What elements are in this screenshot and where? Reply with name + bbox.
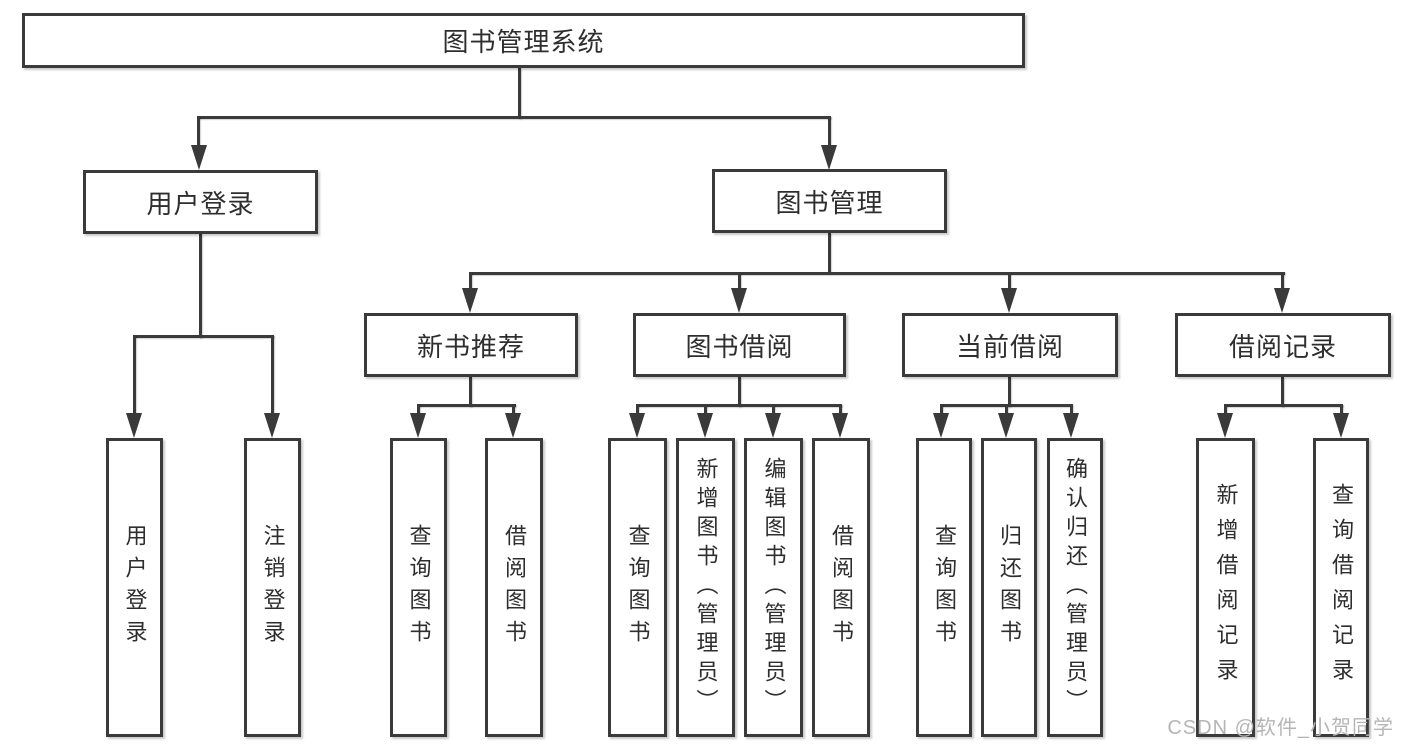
leaf-logout-login: 注销登录 <box>244 438 301 737</box>
connector-arm <box>469 272 472 292</box>
node-book-borrow-label: 图书借阅 <box>685 331 794 362</box>
node-new-book-recommend-label: 新书推荐 <box>416 331 525 362</box>
connector-arm <box>940 404 943 415</box>
connector-arm <box>512 404 515 415</box>
connector-arm <box>1281 272 1284 292</box>
connector-borrow-stem <box>738 377 741 407</box>
arrow-down-icon <box>821 145 837 170</box>
leaf-edit-book-admin: 编辑图书（管理员） <box>744 438 803 737</box>
connector-arm <box>704 404 707 415</box>
leaf-query-borrow-record-label: 查询借阅记录 <box>1329 482 1354 693</box>
connector-arm <box>839 404 842 415</box>
leaf-add-book-admin: 新增图书（管理员） <box>676 438 735 737</box>
leaf-add-borrow-record-label: 新增借阅记录 <box>1213 482 1239 693</box>
connector-record-stem <box>1281 377 1284 407</box>
connector-arm <box>738 272 741 292</box>
connector-arm <box>133 335 136 416</box>
connector-borrow-branch <box>636 404 842 407</box>
leaf-confirm-return-admin: 确认归还（管理员） <box>1047 438 1103 737</box>
arrow-down-icon <box>933 413 949 438</box>
connector-bookmgmt-stem <box>828 233 831 274</box>
leaf-confirm-return-admin-label: 确认归还（管理员） <box>1063 457 1088 718</box>
connector-arm <box>1340 404 1343 415</box>
leaf-user-login: 用户登录 <box>106 438 163 737</box>
leaf-query-book-borrow: 查询图书 <box>608 438 667 737</box>
arrow-down-icon <box>410 413 426 438</box>
node-current-borrow: 当前借阅 <box>902 313 1118 377</box>
node-borrow-record: 借阅记录 <box>1175 313 1391 377</box>
csdn-watermark: CSDN @软件_小贺同学 <box>1167 717 1394 739</box>
node-root: 图书管理系统 <box>22 13 1025 68</box>
arrow-down-icon <box>832 413 848 438</box>
node-user-login: 用户登录 <box>83 170 318 234</box>
connector-arm <box>1224 404 1227 415</box>
connector-userlogin-stem <box>199 234 202 338</box>
leaf-borrow-book-label: 借阅图书 <box>829 523 854 652</box>
arrow-down-icon <box>126 413 142 438</box>
arrow-down-icon <box>1274 288 1290 313</box>
arrow-down-icon <box>264 413 280 438</box>
leaf-logout-login-label: 注销登录 <box>260 523 286 652</box>
leaf-borrow-book-recommend: 借阅图书 <box>485 438 543 737</box>
leaf-query-book-borrow-label: 查询图书 <box>625 523 651 652</box>
arrow-down-icon <box>1063 413 1079 438</box>
arrow-down-icon <box>765 413 781 438</box>
leaf-query-book-recommend: 查询图书 <box>390 438 447 737</box>
connector-arm <box>417 404 420 415</box>
leaf-add-book-admin-label: 新增图书（管理员） <box>693 457 719 718</box>
node-current-borrow-label: 当前借阅 <box>955 331 1064 362</box>
connector-arm <box>828 116 831 148</box>
leaf-edit-book-admin-label: 编辑图书（管理员） <box>761 457 787 718</box>
arrow-down-icon <box>505 413 521 438</box>
leaf-query-book-current: 查询图书 <box>916 438 972 737</box>
node-user-login-label: 用户登录 <box>146 188 255 219</box>
node-book-management-label: 图书管理 <box>775 187 884 218</box>
connector-arm <box>1008 272 1011 292</box>
connector-arm <box>271 335 274 416</box>
connector-current-stem <box>1008 377 1011 407</box>
arrow-down-icon <box>629 413 645 438</box>
connector-userlogin-branch <box>133 335 274 338</box>
arrow-down-icon <box>998 413 1014 438</box>
leaf-return-book-label: 归还图书 <box>997 523 1022 652</box>
leaf-query-book-recommend-label: 查询图书 <box>406 523 432 652</box>
arrow-down-icon <box>1217 413 1233 438</box>
connector-bookmgmt-branch <box>469 272 1285 275</box>
arrow-down-icon <box>697 413 713 438</box>
leaf-user-login-label: 用户登录 <box>122 523 148 652</box>
connector-root-stem <box>518 68 521 119</box>
node-book-management: 图书管理 <box>712 169 947 233</box>
node-borrow-record-label: 借阅记录 <box>1228 331 1337 362</box>
arrow-down-icon <box>191 145 207 170</box>
connector-arm <box>636 404 639 415</box>
leaf-query-book-current-label: 查询图书 <box>932 523 957 652</box>
node-book-borrow: 图书借阅 <box>633 313 846 377</box>
node-root-label: 图书管理系统 <box>442 27 605 57</box>
arrow-down-icon <box>1001 288 1017 313</box>
connector-arm <box>197 116 200 148</box>
connector-arm <box>1005 404 1008 415</box>
connector-recommend-stem <box>469 377 472 407</box>
leaf-query-borrow-record: 查询借阅记录 <box>1313 438 1369 737</box>
connector-arm <box>1070 404 1073 415</box>
leaf-borrow-book-recommend-label: 借阅图书 <box>502 523 527 652</box>
node-new-book-recommend: 新书推荐 <box>364 313 578 377</box>
arrow-down-icon <box>1333 413 1349 438</box>
connector-root-branch <box>197 116 831 119</box>
connector-arm <box>772 404 775 415</box>
connector-record-branch <box>1224 404 1343 407</box>
arrow-down-icon <box>462 288 478 313</box>
leaf-return-book: 归还图书 <box>981 438 1037 737</box>
leaf-add-borrow-record: 新增借阅记录 <box>1196 438 1255 737</box>
arrow-down-icon <box>731 288 747 313</box>
leaf-borrow-book: 借阅图书 <box>812 438 870 737</box>
connector-recommend-branch <box>417 404 516 407</box>
